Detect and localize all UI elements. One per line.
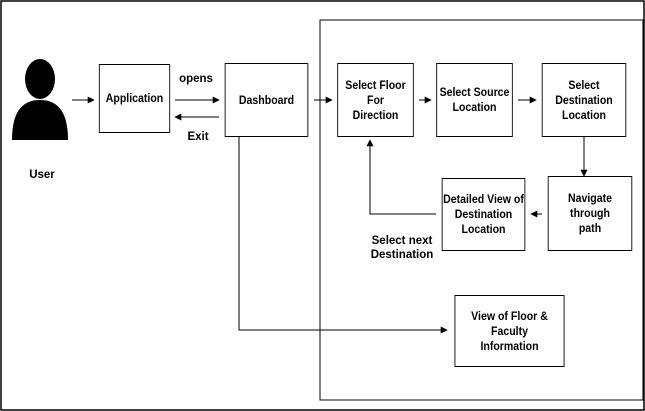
- node-select-destination: Select Destination Location: [541, 63, 627, 137]
- node-dashboard: Dashboard: [224, 63, 309, 137]
- edge-select-next: [366, 139, 436, 215]
- edge-label-opens: opens: [179, 73, 213, 85]
- user-icon: [12, 59, 68, 140]
- node-select-source: Select Source Location: [436, 63, 513, 137]
- process-group-box: [319, 19, 644, 401]
- edge-label-exit: Exit: [187, 131, 209, 143]
- edge-label-select-next: Select next Destination: [370, 235, 434, 261]
- node-floor-info: View of Floor & Faculty Information: [454, 295, 565, 367]
- node-application: Application: [98, 64, 171, 133]
- user-label: User: [29, 169, 55, 181]
- node-detailed-view: Detailed View of Destination Location: [441, 178, 526, 251]
- edge-dashboard-to-floor-info: [238, 137, 448, 334]
- node-select-floor: Select Floor For Direction: [337, 63, 414, 137]
- node-navigate: Navigate through path: [547, 176, 633, 251]
